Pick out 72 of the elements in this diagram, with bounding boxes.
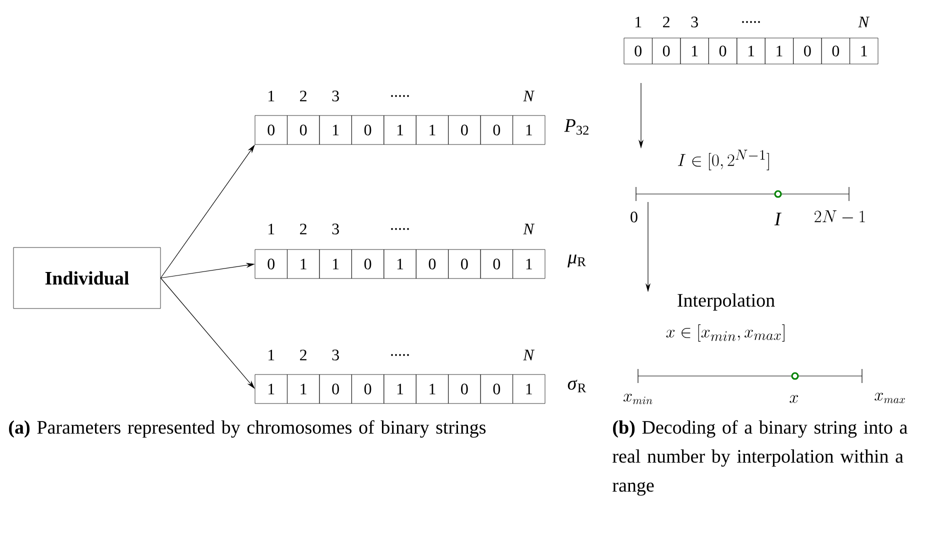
- position-label: 3: [332, 224, 339, 234]
- tick-label: $x$: [790, 395, 798, 403]
- caption: (a) Parameters represented by chromosomes of binary strings: [9, 420, 486, 438]
- bit-cell: 0: [254, 249, 288, 279]
- bit-cell: 1: [287, 249, 320, 279]
- position-label: 1: [636, 16, 642, 28]
- bit-cell: 1: [319, 249, 352, 279]
- bit-cell: 0: [448, 249, 481, 279]
- position-label: 1: [268, 350, 274, 360]
- bit-cell: 1: [512, 115, 546, 145]
- bit-cell: 0: [351, 374, 384, 404]
- formula: $I \in [0, 2^{N-1}]$: [678, 150, 769, 170]
- text-box: Individual: [13, 247, 161, 309]
- number-line: [636, 186, 850, 202]
- bit-cell: 1: [512, 374, 546, 404]
- bit-cell: 1: [416, 374, 449, 404]
- formula: $x \in [x_{min}, x_{max}]$: [666, 324, 784, 342]
- bit-cell: 1: [850, 38, 878, 64]
- bit-cell: 1: [512, 249, 546, 279]
- position-label: 2: [300, 350, 306, 360]
- bit-cell: 0: [480, 374, 513, 404]
- bit-cell: 1: [319, 115, 352, 145]
- bit-cell: 0: [416, 249, 449, 279]
- bit-cell: 1: [736, 38, 766, 64]
- bit-cell: 1: [384, 374, 416, 404]
- position-label: N: [523, 350, 535, 360]
- bit-cell: 0: [448, 374, 481, 404]
- position-label: .....: [391, 228, 409, 230]
- bit-cell: 0: [480, 115, 513, 145]
- bit-cell: 0: [287, 115, 320, 145]
- number-line: [638, 368, 862, 384]
- bit-cell: 0: [448, 115, 481, 145]
- tick-label: $x_{max}$: [874, 392, 905, 404]
- bit-cell: 0: [793, 38, 822, 64]
- bit-cell: 0: [624, 38, 652, 64]
- parameter-label: μ$_{R}$: [568, 254, 586, 268]
- bit-cell: 1: [384, 249, 416, 279]
- step-label: Interpolation: [678, 293, 775, 311]
- bit-cell: 0: [319, 374, 352, 404]
- position-label: .....: [391, 354, 409, 356]
- position-label: 3: [332, 90, 339, 102]
- position-label: N: [858, 16, 870, 28]
- parameter-label: P$_{32}$: [564, 119, 588, 135]
- bit-cell: 0: [351, 249, 384, 279]
- bit-cell: 1: [254, 374, 288, 404]
- bit-cell: 1: [384, 115, 416, 145]
- bit-cell: 0: [708, 38, 738, 64]
- tick-label: $2N - 1$: [814, 210, 865, 222]
- bit-cell: 0: [480, 249, 513, 279]
- bit-cell: 1: [680, 38, 709, 64]
- bit-cell: 0: [821, 38, 850, 64]
- bit-cell: 0: [351, 115, 384, 145]
- position-label: 1: [268, 224, 274, 234]
- parameter-label: σ$_{R}$: [568, 380, 586, 392]
- position-label: 2: [663, 16, 670, 28]
- position-label: .....: [742, 21, 760, 23]
- bit-cell: 1: [416, 115, 449, 145]
- position-label: 1: [268, 90, 274, 102]
- position-label: N: [523, 224, 535, 234]
- tick-label: 0: [630, 212, 638, 222]
- bit-cell: 1: [287, 374, 320, 404]
- position-label: 2: [300, 90, 306, 102]
- tick-label: $x_{min}$: [623, 394, 652, 404]
- position-label: .....: [391, 95, 409, 97]
- position-label: N: [523, 90, 535, 102]
- bit-cell: 0: [254, 115, 288, 145]
- bit-cell: 1: [764, 38, 794, 64]
- bit-cell: 0: [652, 38, 681, 64]
- caption: (b) Decoding of a binary string into a real number by interpolation within a range: [612, 420, 908, 496]
- position-label: 3: [691, 16, 698, 28]
- position-label: 3: [332, 350, 339, 360]
- position-label: 2: [300, 224, 306, 234]
